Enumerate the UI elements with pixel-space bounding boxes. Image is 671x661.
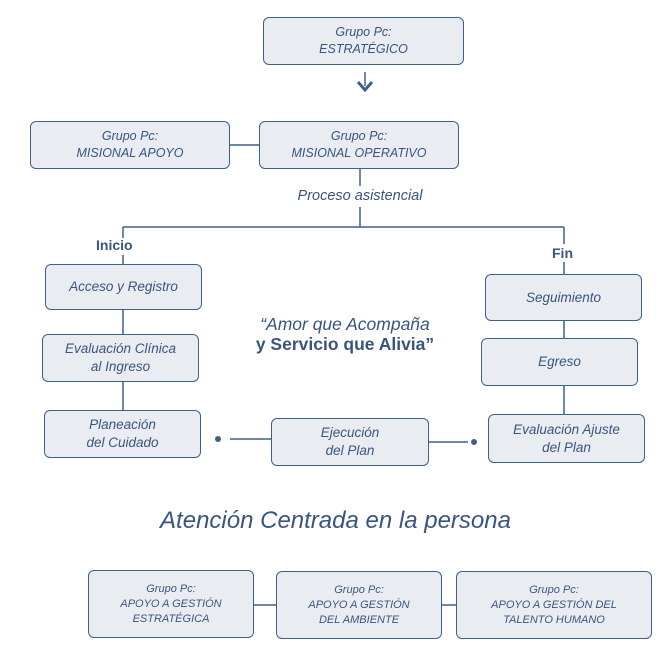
process-label: Proceso asistencial (297, 188, 423, 204)
motto: “Amor que Acompaña y Servicio que Alivia… (220, 314, 470, 354)
box-line: Grupo Pc: (146, 582, 196, 595)
box-line: Egreso (538, 354, 581, 369)
box-line: Evaluación Ajuste (513, 421, 620, 437)
box-line: ESTRATÉGICA (132, 612, 210, 625)
box-planeacion-cuidado: Planeación del Cuidado (44, 410, 201, 458)
box-line: del Cuidado (86, 435, 159, 450)
box-line: MISIONAL APOYO (76, 146, 184, 160)
dot-left (215, 436, 221, 442)
start-label: Inicio (96, 237, 133, 253)
dot-right (471, 439, 477, 445)
headline: Atención Centrada en la persona (160, 507, 511, 534)
box-acceso-registro: Acceso y Registro (45, 264, 202, 310)
box-evaluacion-clinica: Evaluación Clínica al Ingreso (42, 334, 199, 382)
box-line: APOYO A GESTIÓN (308, 598, 410, 611)
motto-line-2: y Servicio que Alivia” (255, 334, 435, 354)
box-line: Grupo Pc: (529, 583, 579, 596)
box-ejecucion-plan: Ejecución del Plan (271, 418, 429, 466)
box-line: Seguimiento (525, 289, 602, 305)
box-line: del Plan (542, 439, 591, 455)
box-line: del Plan (325, 443, 375, 458)
box-line: MISIONAL OPERATIVO (291, 146, 427, 160)
box-line: Grupo Pc: (330, 129, 388, 143)
box-line: APOYO A GESTIÓN DEL (491, 598, 617, 611)
box-seguimiento: Seguimiento (485, 274, 642, 321)
box-misional-operativo: Grupo Pc: MISIONAL OPERATIVO (259, 121, 459, 169)
box-line: Grupo Pc: (334, 583, 384, 596)
box-estrategico: Grupo Pc: ESTRATÉGICO (263, 17, 464, 65)
box-apoyo-talento-humano: Grupo Pc: APOYO A GESTIÓN DEL TALENTO HU… (456, 571, 652, 639)
box-line: TALENTO HUMANO (503, 613, 605, 626)
box-evaluacion-ajuste: Evaluación Ajuste del Plan (488, 414, 645, 463)
end-label: Fin (552, 245, 573, 261)
box-line: al Ingreso (90, 359, 151, 374)
box-line: Grupo Pc: (335, 25, 392, 39)
box-line: Evaluación Clínica (64, 341, 177, 356)
box-line: Ejecución (320, 425, 380, 440)
box-line: DEL AMBIENTE (318, 613, 400, 626)
box-apoyo-ambiente: Grupo Pc: APOYO A GESTIÓN DEL AMBIENTE (276, 571, 442, 639)
box-line: Planeación (89, 417, 156, 432)
box-egreso: Egreso (481, 338, 638, 386)
arrow-head (356, 81, 374, 93)
box-apoyo-estrategica: Grupo Pc: APOYO A GESTIÓN ESTRATÉGICA (88, 570, 254, 638)
box-line: Grupo Pc: (101, 129, 159, 143)
box-line: APOYO A GESTIÓN (120, 597, 222, 610)
box-misional-apoyo: Grupo Pc: MISIONAL APOYO (30, 121, 230, 169)
box-line: ESTRATÉGICO (319, 42, 408, 56)
motto-line-1: “Amor que Acompaña (260, 314, 430, 334)
box-line: Acceso y Registro (69, 279, 178, 294)
